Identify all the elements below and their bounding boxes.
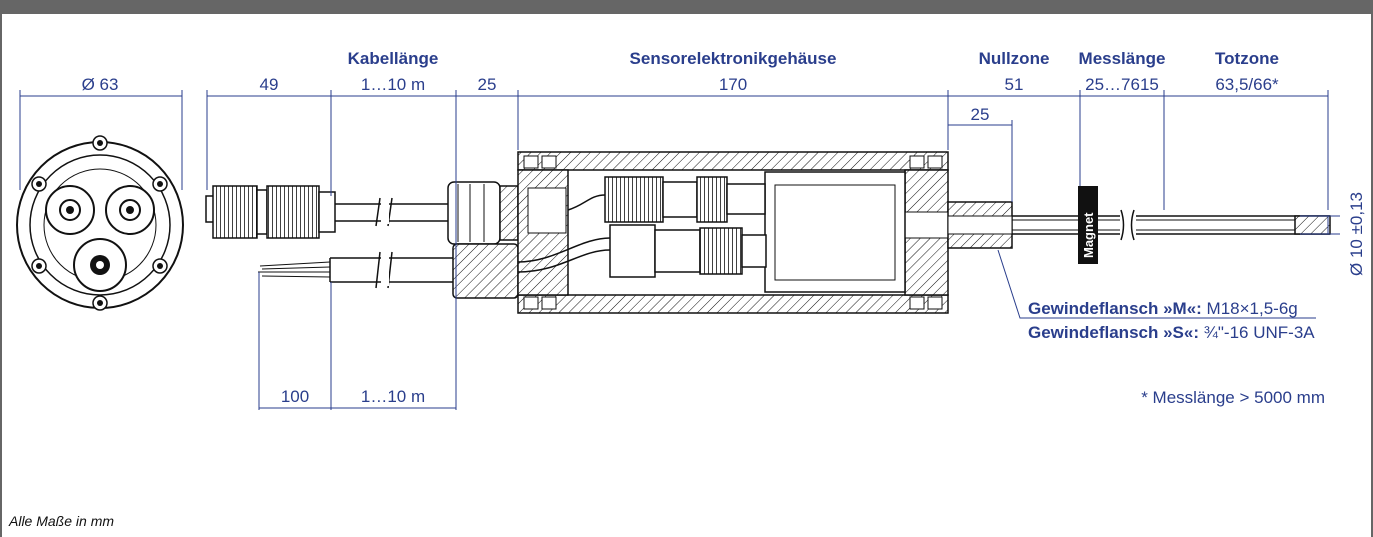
cable-glands <box>447 181 519 299</box>
footnote: * Messlänge > 5000 mm <box>1141 388 1325 407</box>
dim-cable-length-top: 1…10 m <box>361 75 425 94</box>
connector <box>205 185 448 239</box>
flange-m-label: Gewindeflansch »M«: M18×1,5-6g <box>1028 299 1298 318</box>
header-bar <box>0 0 1373 14</box>
dim-totzone: 63,5/66* <box>1215 75 1279 94</box>
label-housing: Sensorelektronikgehäuse <box>630 49 837 68</box>
label-totzone: Totzone <box>1215 49 1279 68</box>
dim-cable-length-bottom: 1…10 m <box>361 387 425 406</box>
flange-m-value: M18×1,5-6g <box>1202 299 1298 318</box>
flange-m-bold: Gewindeflansch »M«: <box>1028 299 1202 318</box>
flange-s-bold: Gewindeflansch »S«: <box>1028 323 1199 342</box>
label-nullzone: Nullzone <box>979 49 1050 68</box>
dim-gap-25: 25 <box>478 75 497 94</box>
units-note: Alle Maße in mm <box>9 513 115 529</box>
flange-s-value: ¾"-16 UNF-3A <box>1199 323 1315 342</box>
magnet-label: Magnet <box>1081 212 1096 258</box>
cable-lower <box>258 251 458 289</box>
sensor-housing <box>517 151 949 314</box>
dim-housing-length: 170 <box>719 75 747 94</box>
dim-connector-length: 49 <box>260 75 279 94</box>
dim-messlaenge: 25…7615 <box>1085 75 1159 94</box>
label-messlaenge: Messlänge <box>1079 49 1166 68</box>
dim-flange-diameter: Ø 63 <box>82 75 119 94</box>
flange-s-label: Gewindeflansch »S«: ¾"-16 UNF-3A <box>1028 323 1315 342</box>
dim-cable-strip: 100 <box>281 387 309 406</box>
magnet <box>1078 186 1098 264</box>
label-cable-length: Kabellänge <box>348 49 439 68</box>
dimension-lines <box>19 90 1340 410</box>
dim-nullzone-inner: 25 <box>971 105 990 124</box>
rod-assembly: Magnet <box>947 186 1331 264</box>
dim-rod-diameter: Ø 10 ±0,13 <box>1347 192 1366 276</box>
dim-nullzone: 51 <box>1005 75 1024 94</box>
end-view <box>16 135 184 311</box>
